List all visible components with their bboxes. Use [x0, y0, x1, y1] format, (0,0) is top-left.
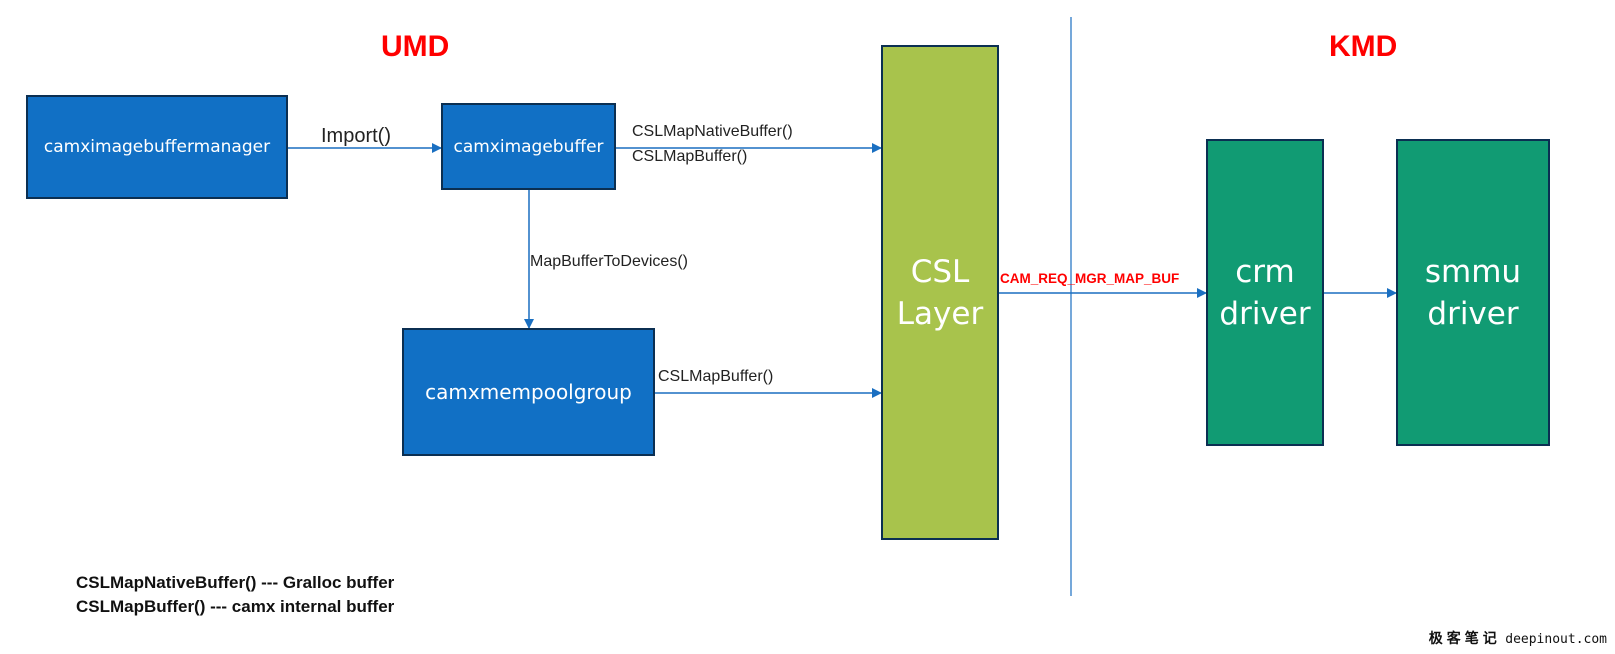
node-label: camxmempoolgroup: [425, 380, 632, 404]
edge-label-map-buffer-to-devices: MapBufferToDevices(): [530, 253, 688, 270]
node-crm-driver[interactable]: crm driver: [1206, 139, 1324, 446]
edge-label-import: Import(): [321, 125, 391, 147]
kmd-section-title: KMD: [1329, 30, 1398, 63]
umd-section-title: UMD: [381, 30, 450, 63]
node-label: camximagebuffer: [453, 136, 604, 157]
node-label-line2: driver: [1427, 295, 1519, 332]
node-camximagebuffermanager[interactable]: camximagebuffermanager: [26, 95, 288, 199]
node-label-line1: smmu: [1424, 253, 1522, 290]
edge-label-cam-req-mgr-map-buf: CAM_REQ_MGR_MAP_BUF: [1000, 271, 1180, 286]
edge-label-csl-map-native-buffer: CSLMapNativeBuffer(): [632, 123, 793, 140]
node-label-line1: crm: [1235, 253, 1295, 290]
node-csl-layer[interactable]: CSL Layer: [881, 45, 999, 540]
node-smmu-driver[interactable]: smmu driver: [1396, 139, 1550, 446]
node-label-line1: CSL: [910, 253, 970, 290]
node-label: camximagebuffermanager: [43, 137, 271, 157]
watermark-cn: 极客笔记: [1428, 631, 1501, 647]
node-camxmempoolgroup[interactable]: camxmempoolgroup: [402, 328, 655, 456]
node-label-line2: driver: [1219, 295, 1311, 332]
watermark: 极客笔记 deepinout.com: [1429, 628, 1607, 648]
edge-label-csl-map-buffer-pool: CSLMapBuffer(): [658, 368, 774, 385]
node-camximagebuffer[interactable]: camximagebuffer: [441, 103, 616, 190]
legend-line-internal: CSLMapBuffer() --- camx internal buffer: [76, 597, 395, 616]
edge-label-csl-map-buffer-top: CSLMapBuffer(): [632, 148, 748, 165]
node-label-line2: Layer: [896, 295, 984, 332]
legend-line-native: CSLMapNativeBuffer() --- Gralloc buffer: [76, 573, 395, 592]
watermark-url: deepinout.com: [1505, 632, 1607, 647]
